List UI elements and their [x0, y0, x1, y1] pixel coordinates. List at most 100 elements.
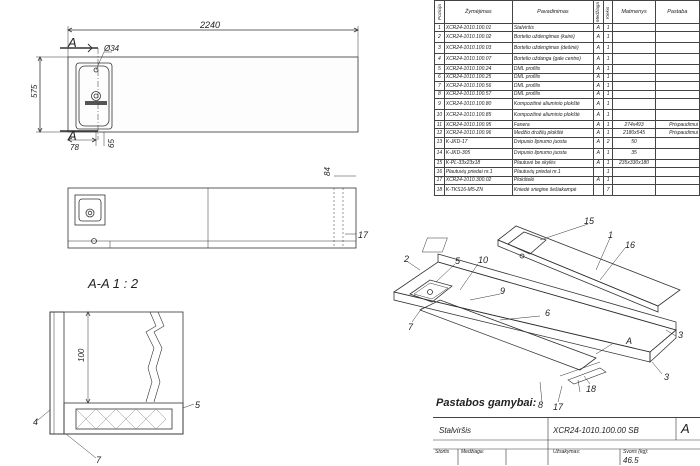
bom-cell-qty: 1 — [602, 81, 614, 91]
bom-cell-name: DML profilis — [511, 72, 594, 83]
title-revision: A — [681, 421, 690, 436]
bottom-view — [67, 175, 357, 249]
bom-cell-mat: A — [592, 136, 604, 149]
bom-cell-mark: K-TKS16-M5-ZN — [443, 183, 513, 196]
top-view — [36, 26, 359, 146]
bom-cell-name: Bortelio uždanga (gale centre) — [511, 53, 594, 66]
bom-cell-size — [612, 108, 656, 121]
bom-cell-mat: A — [592, 119, 604, 130]
bom-cell-mat — [592, 167, 604, 177]
bom-cell-name: DML profilis — [511, 89, 594, 99]
bom-cell-qty: 1 — [602, 53, 614, 66]
bom-cell-note — [654, 97, 700, 110]
bom-cell-size: 50 — [612, 136, 656, 149]
bom-cell-pos: 15 — [434, 158, 445, 169]
bom-cell-mat: A — [592, 128, 604, 138]
title-material-label: Medžiaga: — [461, 449, 485, 455]
isometric-view — [393, 223, 681, 403]
section-mark-iso: A — [625, 336, 632, 346]
balloon-8: 8 — [538, 400, 543, 410]
bom-cell-name: DML profilis — [511, 64, 594, 74]
bom-cell-qty: 1 — [602, 72, 614, 83]
bom-cell-qty: 1 — [602, 175, 614, 185]
balloon-18: 18 — [586, 384, 596, 394]
bom-cell-mat: A — [592, 158, 604, 169]
bom-cell-note — [654, 108, 700, 121]
bom-header-size: Matmenys — [612, 0, 656, 24]
bom-cell-qty: 1 — [602, 42, 614, 55]
title-stage-label: Stortis — [435, 449, 450, 455]
bom-cell-note — [654, 22, 700, 33]
bom-cell-qty: 1 — [602, 128, 614, 138]
bom-cell-pos: 13 — [434, 136, 445, 149]
bom-cell-mark: K-PL-33x23x18 — [443, 158, 513, 169]
bom-cell-name: Plautuvė be skylės — [511, 158, 594, 169]
bom-cell-name: Dvipusio lipnumo juosta — [511, 136, 594, 149]
bom-cell-mark: XCR24-1010.100.02 — [443, 31, 513, 44]
bom-cell-mark: XCR24-1010.100.56 — [443, 81, 513, 91]
bom-cell-pos: 16 — [434, 167, 445, 177]
bom-cell-mark: XCR24-1010.100.07 — [443, 53, 513, 66]
bom-cell-mat: A — [592, 175, 604, 185]
bom-cell-size — [612, 72, 656, 83]
bom-cell-note — [654, 89, 700, 99]
bom-cell-pos: 9 — [434, 97, 445, 110]
bom-cell-name: Fanera — [511, 119, 594, 130]
title-weight-label: Svoris (kg): — [623, 449, 649, 455]
bom-cell-qty: 1 — [602, 89, 614, 99]
bom-header-note: Pastaba — [654, 0, 700, 24]
dim-offset-left: 78 — [70, 143, 79, 152]
bom-cell-pos: 14 — [434, 147, 445, 160]
bom-cell-qty: 1 — [602, 108, 614, 121]
bom-cell-mark: XCR24-1010.100.85 — [443, 108, 513, 121]
section-mark-top: A — [67, 35, 77, 50]
bom-cell-note — [654, 158, 700, 169]
bom-cell-note — [654, 147, 700, 160]
production-notes-heading: Pastabos gamybai: — [436, 397, 537, 409]
bom-cell-note — [654, 53, 700, 66]
bom-cell-note — [654, 136, 700, 149]
bom-cell-note — [654, 31, 700, 44]
balloon-3-lower: 3 — [664, 372, 669, 382]
title-block-frame — [433, 417, 700, 465]
bom-cell-mat: A — [592, 89, 604, 99]
title-weight: 46.5 — [623, 456, 639, 465]
bom-cell-size — [612, 42, 656, 55]
bom-cell-size — [612, 64, 656, 74]
bom-cell-note — [654, 183, 700, 196]
bom-cell-mark: XCR24-1010.100.95 — [443, 119, 513, 130]
bom-header-marking: Žymėjimas — [443, 0, 513, 24]
bom-cell-qty: 7 — [602, 183, 614, 196]
balloon-10: 10 — [478, 255, 488, 265]
balloon-15: 15 — [584, 216, 595, 226]
bom-cell-note — [654, 167, 700, 177]
bom-cell-qty: 1 — [602, 147, 614, 160]
dim-section-height: 100 — [77, 348, 86, 362]
bom-cell-mat: A — [592, 31, 604, 44]
dim-edge-offset: 84 — [323, 167, 332, 176]
bom-cell-qty: 2 — [602, 136, 614, 149]
bom-cell-pos: 7 — [434, 81, 445, 91]
bom-cell-mat: A — [592, 72, 604, 83]
bom-cell-size — [612, 81, 656, 91]
bom-cell-mark: XCR24-1010.100.96 — [443, 128, 513, 138]
bom-cell-pos: 11 — [434, 119, 445, 130]
dim-hole-diameter: Ø34 — [103, 44, 120, 53]
balloon-5-iso: 5 — [455, 256, 461, 266]
balloon-5: 5 — [195, 400, 201, 410]
title-order-label: Užsakymas: — [553, 449, 581, 455]
bom-cell-note — [654, 175, 700, 185]
balloon-17-iso: 17 — [553, 402, 564, 412]
bom-header-pos: Pozicija — [434, 0, 445, 24]
bom-cell-qty: 1 — [602, 22, 614, 33]
